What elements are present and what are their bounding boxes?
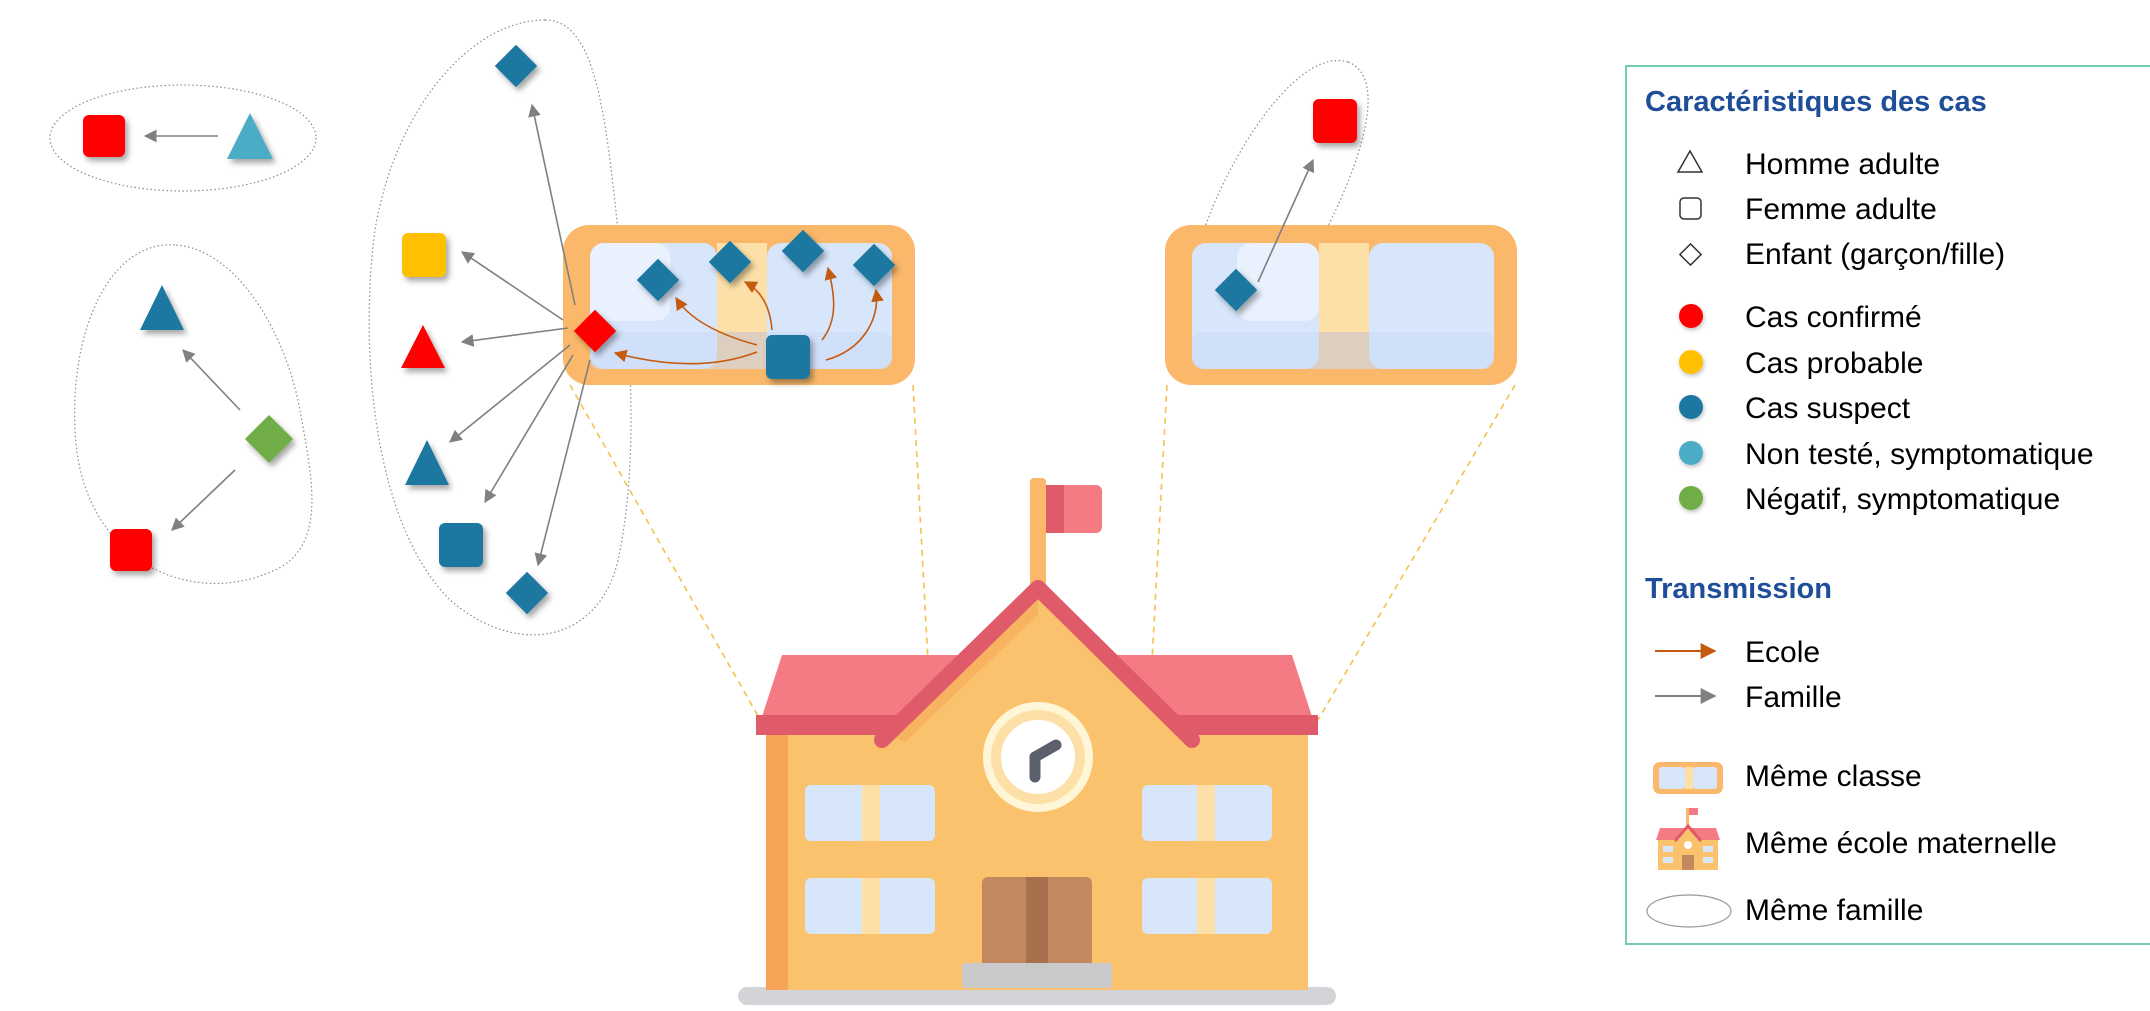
- family-arrow: [462, 328, 568, 342]
- case-man-untested: [227, 113, 273, 159]
- case-woman-confirmed: [83, 115, 125, 157]
- legend-label: Même famille: [1745, 894, 1923, 927]
- classroom-2: [1165, 225, 1517, 385]
- legend-label: Cas suspect: [1745, 392, 1911, 425]
- legend-label: Non testé, symptomatique: [1745, 438, 2094, 471]
- legend-label: Femme adulte: [1745, 193, 1937, 226]
- probable-dot-icon: [1679, 350, 1703, 374]
- case-woman-suspect: [766, 335, 810, 379]
- family-arrow: [532, 105, 575, 305]
- legend: Caractéristiques des cas Homme adulte Fe…: [1626, 66, 2150, 944]
- family-arrow: [172, 470, 235, 530]
- family-arrow: [183, 350, 240, 410]
- family-arrow: [462, 252, 563, 320]
- case-man-suspect: [405, 440, 449, 485]
- family-arrow: [450, 345, 570, 442]
- classroom-1: [563, 225, 915, 385]
- legend-label: Même école maternelle: [1745, 827, 2057, 860]
- case-woman-suspect: [439, 523, 483, 567]
- family-loop-2: [75, 245, 312, 584]
- classroom-icon: [1653, 762, 1723, 794]
- case-woman-confirmed: [110, 529, 152, 571]
- school-building: [738, 478, 1336, 1005]
- legend-title-transmission: Transmission: [1645, 573, 1832, 605]
- legend-label: Cas probable: [1745, 347, 1923, 380]
- case-woman-confirmed: [1313, 99, 1357, 143]
- legend-label: Famille: [1745, 681, 1842, 714]
- legend-title-characteristics: Caractéristiques des cas: [1645, 86, 1987, 118]
- legend-label: Négatif, symptomatique: [1745, 483, 2060, 516]
- suspect-dot-icon: [1679, 395, 1703, 419]
- case-man-confirmed: [401, 325, 445, 368]
- case-child-suspect: [495, 45, 537, 87]
- legend-label: Ecole: [1745, 636, 1820, 669]
- case-child-negative: [245, 415, 293, 463]
- negative-dot-icon: [1679, 486, 1703, 510]
- legend-label: Homme adulte: [1745, 148, 1940, 181]
- legend-label: Même classe: [1745, 760, 1922, 793]
- case-woman-probable: [402, 233, 446, 277]
- untested-dot-icon: [1679, 441, 1703, 465]
- case-man-suspect: [140, 285, 184, 330]
- legend-label: Enfant (garçon/fille): [1745, 238, 2005, 271]
- confirmed-dot-icon: [1679, 304, 1703, 328]
- legend-label: Cas confirmé: [1745, 301, 1922, 334]
- family-arrow: [538, 360, 590, 565]
- case-child-suspect: [506, 572, 548, 614]
